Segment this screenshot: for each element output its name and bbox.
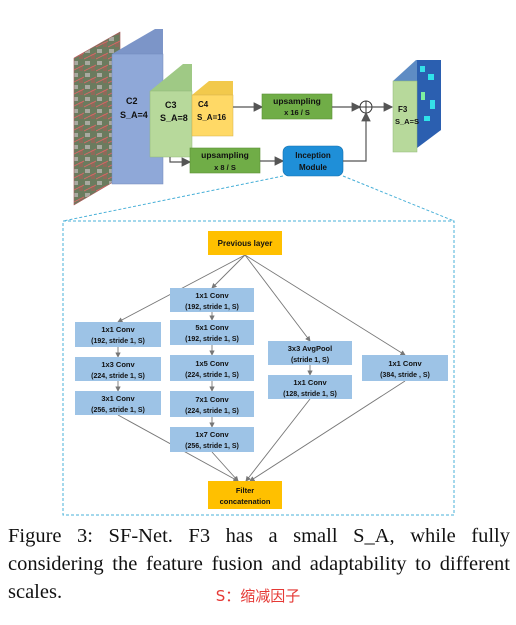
upsampling-x16-factor: x 16 / S bbox=[284, 108, 310, 117]
upsampling-x16-title: upsampling bbox=[273, 96, 321, 106]
branch1-conv-2: 1x3 Conv (224, stride 1, S) bbox=[75, 357, 161, 381]
branch3-conv-title: 1x1 Conv bbox=[293, 378, 327, 387]
inception-detail-frame bbox=[62, 220, 455, 516]
branch2-conv-2-title: 5x1 Conv bbox=[195, 323, 229, 332]
scale-factor-note: S：缩减因子 bbox=[215, 587, 301, 605]
branch4-conv-params: (384, stride , S) bbox=[380, 372, 430, 379]
branch2-conv-5: 1x7 Conv (256, stride 1, S) bbox=[170, 427, 254, 452]
branch2-conv-2-params: (192, stride 1, S) bbox=[185, 336, 239, 343]
c2-label: C2 bbox=[126, 96, 138, 106]
zoom-line-left bbox=[62, 175, 284, 222]
branch2-conv-4-title: 7x1 Conv bbox=[195, 395, 229, 404]
inception-connections bbox=[115, 254, 406, 482]
figure-caption: Figure 3: SF-Net. F3 has a small S_A, wh… bbox=[8, 525, 510, 603]
c4-label: C4 bbox=[198, 100, 209, 109]
branch2-conv-1-title: 1x1 Conv bbox=[195, 291, 229, 300]
previous-layer-box: Previous layer bbox=[208, 231, 282, 255]
branch3-avgpool-title: 3x3 AvgPool bbox=[288, 344, 332, 353]
branch1-conv-2-title: 1x3 Conv bbox=[101, 360, 135, 369]
f3-feature-map: F3 S_A=S bbox=[392, 60, 441, 153]
inception-module-box: Inception Module bbox=[282, 145, 344, 177]
branch2-conv-5-params: (256, stride 1, S) bbox=[185, 443, 239, 450]
branch4-conv: 1x1 Conv (384, stride , S) bbox=[362, 355, 448, 381]
upsampling-x8-box: upsampling x 8 / S bbox=[189, 147, 261, 174]
branch2-conv-4: 7x1 Conv (224, stride 1, S) bbox=[170, 391, 254, 417]
branch2-conv-3: 1x5 Conv (224, stride 1, S) bbox=[170, 355, 254, 381]
filter-concat-label-2: concatenation bbox=[220, 497, 271, 506]
filter-concat-label-1: Filter bbox=[236, 486, 254, 495]
previous-layer-label: Previous layer bbox=[218, 239, 273, 248]
branch2-conv-5-title: 1x7 Conv bbox=[195, 430, 229, 439]
branch2-conv-4-params: (224, stride 1, S) bbox=[185, 408, 239, 415]
branch1-conv-1-params: (192, stride 1, S) bbox=[91, 338, 145, 345]
branch2-conv-3-title: 1x5 Conv bbox=[195, 359, 229, 368]
upsampling-x8-factor: x 8 / S bbox=[214, 163, 236, 172]
branch1-conv-1-title: 1x1 Conv bbox=[101, 325, 135, 334]
branch1-conv-2-params: (224, stride 1, S) bbox=[91, 373, 145, 380]
c3-label: C3 bbox=[165, 100, 177, 110]
branch2-conv-1: 1x1 Conv (192, stride 1, S) bbox=[170, 288, 254, 312]
branch1-conv-3-title: 3x1 Conv bbox=[101, 394, 135, 403]
branch2-conv-3-params: (224, stride 1, S) bbox=[185, 372, 239, 379]
branch1-conv-3-params: (256, stride 1, S) bbox=[91, 407, 145, 414]
branch1-conv-1: 1x1 Conv (192, stride 1, S) bbox=[75, 322, 161, 347]
branch1-conv-3: 3x1 Conv (256, stride 1, S) bbox=[75, 391, 161, 415]
c4-scale: S_A=16 bbox=[197, 113, 227, 122]
branch3-conv: 1x1 Conv (128, stride 1, S) bbox=[268, 375, 352, 399]
f3-scale: S_A=S bbox=[395, 117, 419, 126]
branch2-conv-2: 5x1 Conv (192, stride 1, S) bbox=[170, 320, 254, 345]
filter-concatenation-box: Filter concatenation bbox=[208, 481, 282, 509]
c3-scale: S_A=8 bbox=[160, 113, 188, 123]
inception-label-2: Module bbox=[299, 163, 328, 172]
branch2-conv-1-params: (192, stride 1, S) bbox=[185, 304, 239, 311]
branch4-conv-title: 1x1 Conv bbox=[388, 359, 422, 368]
inception-label-1: Inception bbox=[295, 151, 331, 160]
branch3-avgpool: 3x3 AvgPool (stride 1, S) bbox=[268, 341, 352, 365]
zoom-line-right bbox=[342, 175, 455, 222]
upsampling-x16-box: upsampling x 16 / S bbox=[261, 93, 333, 120]
c2-scale: S_A=4 bbox=[120, 110, 148, 120]
branch3-conv-params: (128, stride 1, S) bbox=[283, 391, 337, 398]
f3-label: F3 bbox=[398, 105, 408, 114]
branch3-avgpool-params: (stride 1, S) bbox=[291, 357, 329, 364]
c4-feature-map: C4 S_A=16 bbox=[191, 81, 234, 137]
upsampling-x8-title: upsampling bbox=[201, 150, 249, 160]
add-circle-icon bbox=[359, 100, 373, 114]
c3-feature-map: C3 S_A=8 bbox=[149, 64, 193, 158]
